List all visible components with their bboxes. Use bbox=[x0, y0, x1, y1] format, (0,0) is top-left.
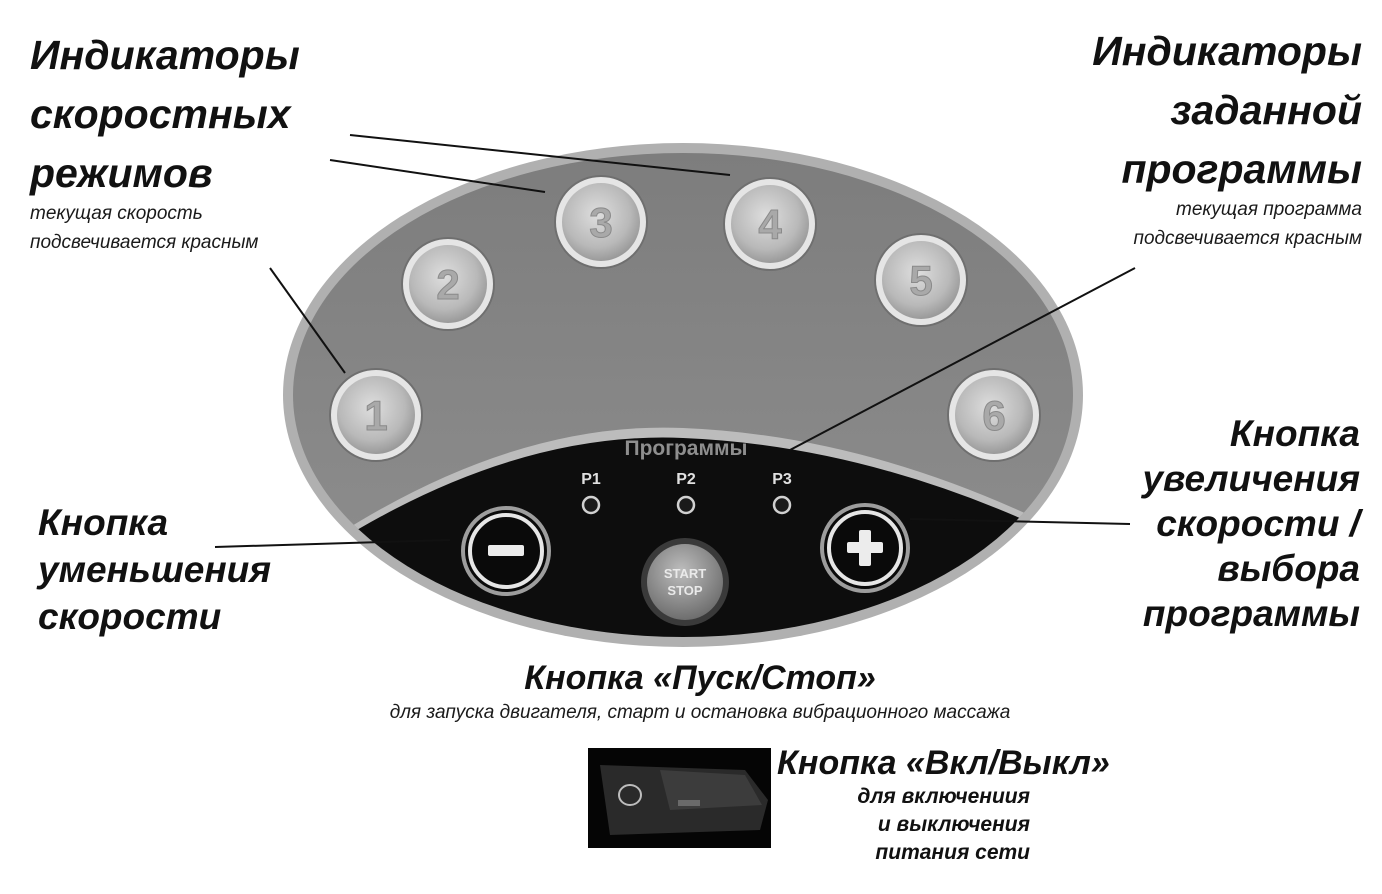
programs-label: Программы bbox=[624, 437, 747, 460]
increase-button-title-line: Кнопка bbox=[1060, 411, 1360, 456]
power-button-subtitle-line: и выключения bbox=[780, 811, 1030, 839]
decrease-button-title-line: уменьшения bbox=[38, 546, 338, 593]
speed-button-6[interactable]: 6 bbox=[948, 369, 1040, 461]
power-switch-image bbox=[588, 748, 771, 848]
start-stop-title: Кнопка «Пуск/Стоп» bbox=[240, 655, 1160, 701]
decrease-button-title-line: скорости bbox=[38, 593, 338, 640]
start-stop-subtitle: для запуска двигателя, старт и остановка… bbox=[240, 701, 1160, 725]
power-button-subtitle-line: для включениия bbox=[780, 783, 1030, 811]
speed-button-label: 1 bbox=[364, 392, 387, 439]
power-button-callout: Кнопка «Вкл/Выкл» bbox=[777, 743, 1177, 783]
decrease-button-title-line: Кнопка bbox=[38, 499, 338, 546]
speed-button-1[interactable]: 1 bbox=[330, 369, 422, 461]
start-stop-button[interactable]: START STOP bbox=[641, 538, 729, 626]
decrease-speed-button[interactable] bbox=[463, 508, 549, 594]
increase-speed-button[interactable] bbox=[822, 505, 908, 591]
increase-button-title-line: скорости / bbox=[1060, 501, 1360, 546]
speed-button-3[interactable]: 3 bbox=[555, 176, 647, 268]
speed-indicators-title-line: Индикаторы bbox=[30, 26, 390, 85]
speed-indicators-title-line: режимов bbox=[30, 144, 390, 203]
speed-button-label: 3 bbox=[589, 199, 612, 246]
svg-text:P1: P1 bbox=[581, 471, 601, 488]
speed-button-label: 4 bbox=[758, 201, 782, 248]
speed-button-label: 6 bbox=[982, 392, 1005, 439]
speed-indicators-callout: Индикаторы скоростных режимов текущая ск… bbox=[30, 26, 390, 257]
speed-button-4[interactable]: 4 bbox=[724, 178, 816, 270]
speed-button-label: 2 bbox=[436, 261, 459, 308]
power-button-title: Кнопка «Вкл/Выкл» bbox=[777, 743, 1177, 783]
program-indicators-title-line: заданной bbox=[1000, 81, 1362, 140]
speed-indicators-title-line: скоростных bbox=[30, 85, 390, 144]
power-button-subtitle-line: питания сети bbox=[780, 839, 1030, 867]
speed-button-label: 5 bbox=[909, 257, 932, 304]
program-indicators-callout: Индикаторы заданной программы текущая пр… bbox=[1000, 22, 1362, 253]
increase-button-title-line: программы bbox=[1060, 591, 1360, 636]
speed-button-5[interactable]: 5 bbox=[875, 234, 967, 326]
svg-text:STOP: STOP bbox=[667, 583, 702, 598]
speed-button-2[interactable]: 2 bbox=[402, 238, 494, 330]
program-indicators-subtitle-line: текущая программа bbox=[1000, 195, 1362, 224]
svg-text:P2: P2 bbox=[676, 471, 696, 488]
increase-button-title-line: выбора bbox=[1060, 546, 1360, 591]
decrease-button-callout: Кнопка уменьшения скорости bbox=[38, 499, 338, 640]
speed-indicators-subtitle-line: подсвечивается красным bbox=[30, 228, 390, 257]
power-button-subtitle-block: для включениия и выключения питания сети bbox=[780, 783, 1030, 867]
increase-button-title-line: увеличения bbox=[1060, 456, 1360, 501]
program-indicators-subtitle-line: подсвечивается красным bbox=[1000, 224, 1362, 253]
increase-button-callout: Кнопка увеличения скорости / выбора прог… bbox=[1060, 411, 1360, 636]
svg-text:P3: P3 bbox=[772, 471, 792, 488]
svg-text:START: START bbox=[664, 566, 706, 581]
program-indicators-title-line: программы bbox=[1000, 140, 1362, 199]
program-indicators-title-line: Индикаторы bbox=[1000, 22, 1362, 81]
start-stop-callout: Кнопка «Пуск/Стоп» для запуска двигателя… bbox=[240, 655, 1160, 725]
speed-indicators-subtitle-line: текущая скорость bbox=[30, 199, 390, 228]
